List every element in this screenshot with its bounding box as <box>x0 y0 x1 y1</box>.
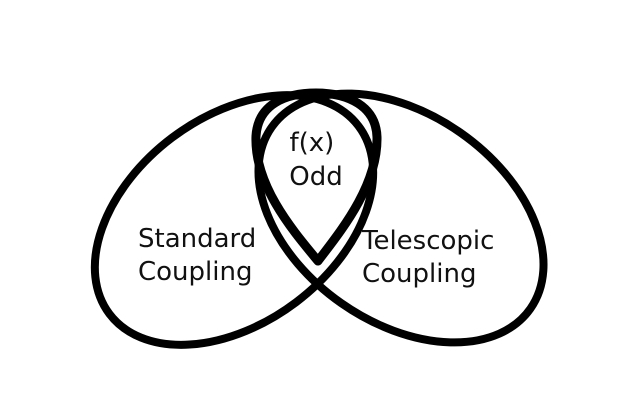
right-region-label: Telescopic Coupling <box>361 226 503 289</box>
right-label-line2: Coupling <box>362 259 476 289</box>
top-region-label: f(x) Odd <box>289 128 342 192</box>
top-label-line1: f(x) <box>289 128 334 158</box>
top-petal-outline <box>251 88 382 266</box>
right-label-line1: Telescopic <box>361 226 494 256</box>
left-region-label: Standard Coupling <box>138 224 265 287</box>
left-label-line2: Coupling <box>138 257 252 287</box>
left-label-line1: Standard <box>138 224 256 254</box>
left-ellipse-outline <box>90 91 378 349</box>
right-ellipse-outline <box>254 89 548 347</box>
top-label-line2: Odd <box>289 162 342 192</box>
